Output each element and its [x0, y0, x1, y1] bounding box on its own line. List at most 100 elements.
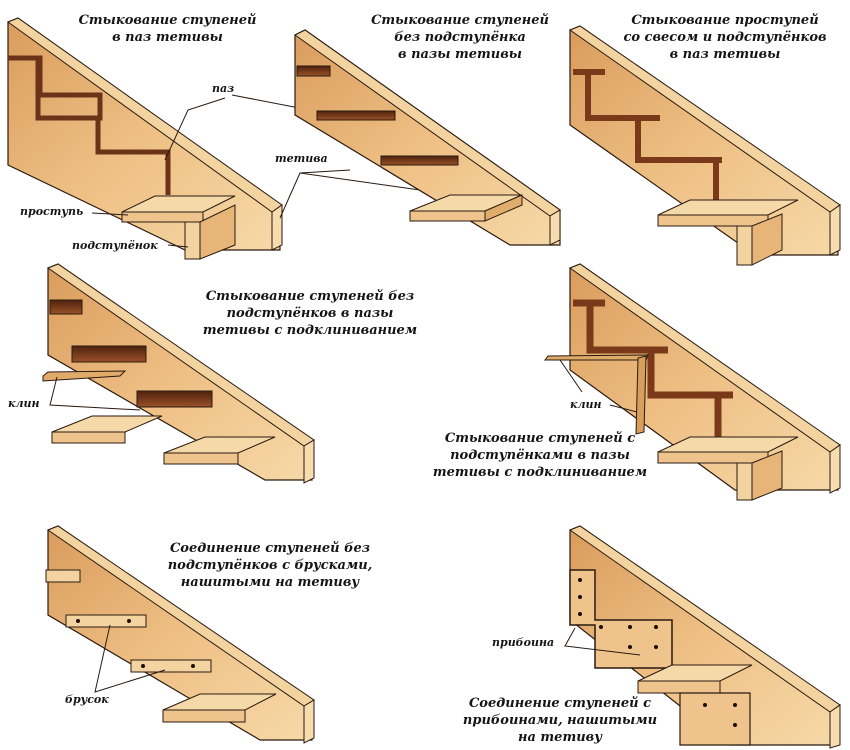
nail-hole	[127, 619, 131, 623]
label-prostup: проступь	[20, 205, 84, 218]
panel-battens	[45, 525, 315, 744]
caption-line: со свесом и подступёнков	[623, 30, 827, 45]
nail-hole	[654, 625, 658, 629]
label-priboina: прибоина	[492, 636, 555, 649]
label-paz: паз	[212, 82, 235, 95]
nail-hole	[578, 612, 582, 616]
label-klin: клин	[8, 397, 40, 410]
caption-line: на тетиву	[518, 730, 602, 745]
riser-side	[751, 450, 783, 501]
wedge	[635, 355, 647, 435]
label-klin: клин	[570, 398, 602, 411]
leader-klin	[49, 376, 141, 411]
caption-cleats: Соединение ступеней с прибоинами, нашиты…	[440, 695, 680, 746]
tread-front	[163, 452, 239, 465]
label-brusok: брусок	[65, 693, 109, 706]
caption-line: тетивы с подклиниванием	[202, 323, 418, 338]
stringer-end-face	[549, 209, 561, 246]
tread-front	[657, 451, 769, 464]
tread-side	[484, 194, 523, 222]
caption-wedged-no-riser: Стыкование ступеней без подступёнков в п…	[190, 288, 430, 339]
nail-hole	[599, 625, 603, 629]
stepped-groove	[573, 299, 733, 440]
riser	[736, 462, 753, 501]
stepped-groove	[573, 69, 722, 202]
cleat	[679, 692, 751, 746]
leader-tetiva	[279, 169, 351, 219]
caption-line: подступёнками в пазы	[450, 448, 630, 463]
tread-front	[51, 431, 126, 444]
tread-front	[657, 214, 769, 227]
caption-line: прибоинами, нашитыми	[462, 713, 658, 728]
leader-klin-2	[609, 404, 638, 413]
wedge	[544, 354, 649, 361]
caption-line: Стыкование ступеней	[78, 13, 257, 28]
caption-line: Соединение ступеней без	[169, 541, 371, 556]
wedge	[42, 370, 127, 382]
groove-slot	[380, 155, 459, 166]
batten	[65, 614, 147, 628]
leader-paz	[164, 97, 226, 161]
panel-wedged-with-riser	[544, 263, 841, 501]
leader-klin	[559, 359, 583, 393]
label-podstupenok: подступёнок	[72, 239, 158, 252]
caption-groove-with-riser: Стыкование ступеней в паз тетивы	[45, 12, 290, 46]
nail-hole	[703, 703, 707, 707]
riser	[184, 221, 201, 260]
nail-hole	[141, 664, 145, 668]
caption-line: Стыкование проступей	[631, 13, 819, 28]
stepped-groove	[10, 55, 171, 195]
stringer-end-face	[303, 699, 315, 744]
tread-front	[121, 211, 204, 223]
panel-groove-with-riser	[6, 17, 421, 260]
nail-hole	[733, 723, 737, 727]
caption-line: Стыкование ступеней с	[444, 431, 636, 446]
panel-wedged-no-riser	[42, 263, 315, 484]
groove-slot	[49, 299, 83, 315]
nail-hole	[628, 625, 632, 629]
riser-side	[199, 204, 236, 260]
batten	[130, 659, 212, 673]
nail-hole	[628, 645, 632, 649]
groove-slot	[296, 65, 331, 77]
panel-cleats	[564, 525, 841, 749]
groove-slot	[316, 110, 396, 121]
caption-wedged-with-riser: Стыкование ступеней с подступёнками в па…	[420, 430, 660, 481]
stringer-end-face	[829, 444, 841, 494]
caption-line: Стыкование ступеней	[371, 13, 549, 28]
caption-line: Стыкование ступеней без	[205, 289, 415, 304]
stringer-end-face	[271, 204, 283, 251]
batten	[45, 569, 81, 583]
nail-hole	[578, 595, 582, 599]
caption-line: без подступёнка	[394, 30, 526, 45]
caption-battens: Соединение ступеней без подступёнков с б…	[150, 540, 390, 591]
tread	[51, 415, 163, 433]
riser-side	[751, 213, 783, 266]
stringer-end-face	[303, 439, 315, 484]
nail-hole	[76, 619, 80, 623]
caption-groove-no-riser: Стыкование ступеней без подступёнка в па…	[340, 12, 580, 63]
caption-line: в паз тетивы	[669, 47, 781, 62]
tread-front	[637, 680, 721, 694]
caption-line: тетивы с подклиниванием	[432, 465, 648, 480]
nail-hole	[578, 578, 582, 582]
groove-slot	[136, 390, 213, 408]
caption-line: в пазы тетивы	[398, 47, 522, 62]
nail-hole	[654, 645, 658, 649]
leader-prostup	[91, 212, 129, 216]
leader-tetiva-2	[299, 172, 421, 191]
leader-podstupenok	[167, 244, 189, 248]
stringer-end-face	[829, 204, 841, 256]
caption-line: Соединение ступеней с	[468, 696, 652, 711]
caption-overhang-tread-riser: Стыкование проступей со свесом и подступ…	[600, 12, 850, 63]
nail-hole	[191, 664, 195, 668]
tread-front	[409, 210, 486, 222]
leader-brusok	[94, 624, 166, 693]
tread-front	[162, 709, 246, 723]
panel-groove-no-riser	[294, 29, 561, 246]
riser	[736, 225, 753, 266]
nail-hole	[733, 703, 737, 707]
stringer-end-face	[829, 704, 841, 749]
caption-line: подступёнков с брусками,	[167, 558, 373, 573]
